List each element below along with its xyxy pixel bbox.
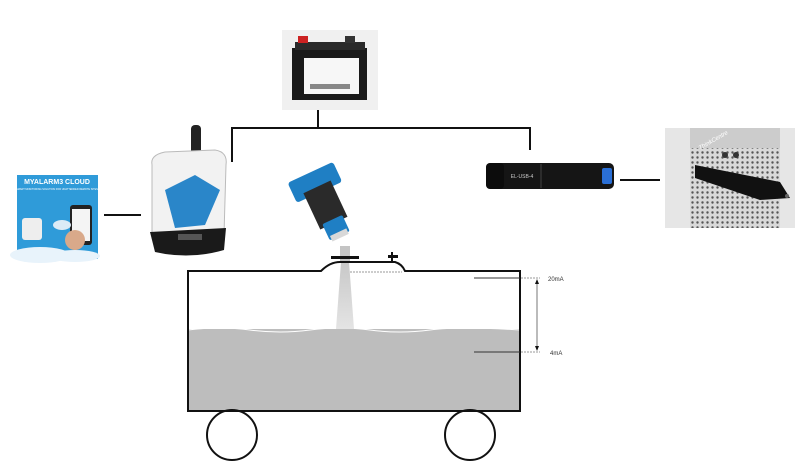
wheel-right: [444, 409, 496, 461]
level-high-label: 20mA: [548, 277, 564, 283]
tank: 20mA 4mA: [187, 246, 564, 461]
gateway-thumbnail: [22, 218, 42, 240]
battery-image: [282, 30, 378, 110]
logger-label: EL-USB-4: [511, 174, 534, 180]
myalarm-cloud-app-card: MYALARM3 CLOUD SMART MONITORING SOLUTION…: [10, 175, 100, 263]
ultrasonic-level-sensor: [288, 162, 350, 242]
usb-data-logger: EL-USB-4: [486, 163, 614, 189]
liquid: [188, 329, 520, 410]
sensor-beam: [336, 262, 354, 329]
wheel-left: [206, 409, 258, 461]
pc-with-logger: ThinkCentre: [665, 128, 795, 228]
myalarm-gateway-device: [150, 125, 227, 256]
connection-lines: [104, 72, 660, 216]
app-card-subtitle: SMART MONITORING SOLUTION FOR UNATTENDED…: [16, 188, 98, 191]
app-card-title: MYALARM3 CLOUD: [24, 179, 90, 186]
level-low-label: 4mA: [550, 351, 562, 357]
